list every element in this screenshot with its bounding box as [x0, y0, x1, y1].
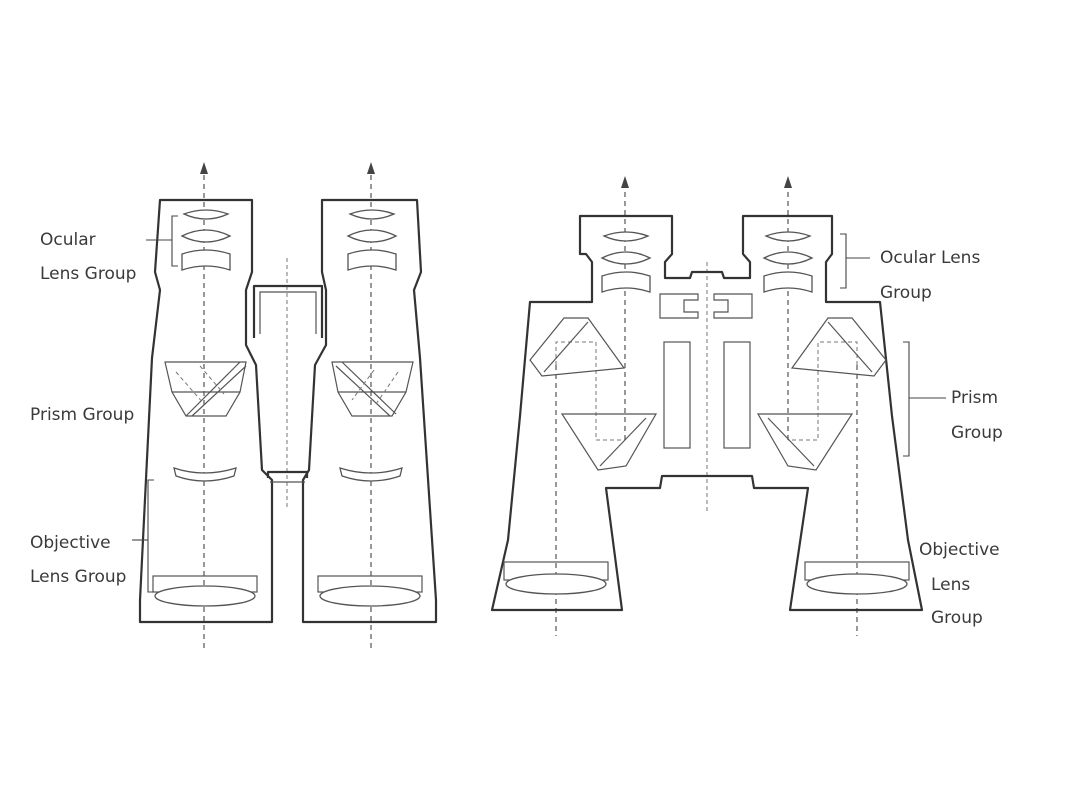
porro-objective-label-line3: Group	[931, 608, 983, 628]
porro-body-outline	[490, 214, 924, 612]
right-correction-lens	[339, 467, 403, 482]
right-axis-arrow	[367, 162, 375, 174]
objective-label-line1: Objective	[30, 533, 111, 553]
hinge-bridge-inner	[259, 291, 317, 334]
porro-left-ocular-lenses	[600, 231, 652, 293]
left-ocular-lenses	[180, 209, 232, 271]
porro-prism-binocular: Ocular Lens Group Prism Group Objective …	[490, 176, 1003, 636]
porro-prism-bracket	[903, 341, 910, 457]
hinge-bridge	[252, 284, 324, 338]
right-objective-lens	[317, 575, 423, 607]
hinge-assembly	[659, 293, 753, 449]
objective-label-line2: Lens Group	[30, 567, 126, 587]
porro-objective-label-line1: Objective	[919, 540, 1000, 560]
porro-left-lower-prism	[560, 413, 658, 471]
right-roof-prism	[331, 361, 414, 417]
right-light-path	[788, 341, 858, 441]
right-tube-outline	[301, 198, 438, 624]
porro-left-upper-prism	[529, 317, 626, 377]
ocular-bracket	[171, 215, 178, 267]
left-roof-prism	[164, 361, 247, 417]
porro-left-objective-lens	[503, 561, 609, 595]
ocular-label-line2: Lens Group	[40, 264, 136, 284]
right-right-ocular-arrow	[784, 176, 792, 188]
ocular-label-line1: Ocular	[40, 230, 96, 250]
left-light-path	[555, 341, 625, 441]
left-tube-outline	[138, 198, 274, 624]
left-objective-lens	[152, 575, 258, 607]
porro-right-objective-lens	[804, 561, 910, 595]
objective-bracket	[147, 479, 154, 593]
prism-label: Prism Group	[30, 405, 134, 425]
porro-prism-label-line2: Group	[951, 423, 1003, 443]
left-axis-arrow	[200, 162, 208, 174]
porro-ocular-label-line1: Ocular Lens	[880, 248, 980, 268]
right-left-ocular-arrow	[621, 176, 629, 188]
porro-right-upper-prism	[790, 317, 887, 377]
porro-prism-label-line1: Prism	[951, 388, 998, 408]
lower-bridge	[266, 470, 309, 478]
right-ocular-lenses	[346, 209, 398, 271]
roof-prism-binocular: Ocular Lens Group Prism Group Objective …	[30, 162, 438, 648]
left-correction-lens	[173, 467, 237, 482]
porro-objective-label-line2: Lens	[931, 575, 970, 595]
porro-right-lower-prism	[756, 413, 854, 471]
porro-ocular-label-line2: Group	[880, 283, 932, 303]
porro-right-ocular-lenses	[762, 231, 814, 293]
porro-ocular-bracket	[840, 233, 847, 289]
